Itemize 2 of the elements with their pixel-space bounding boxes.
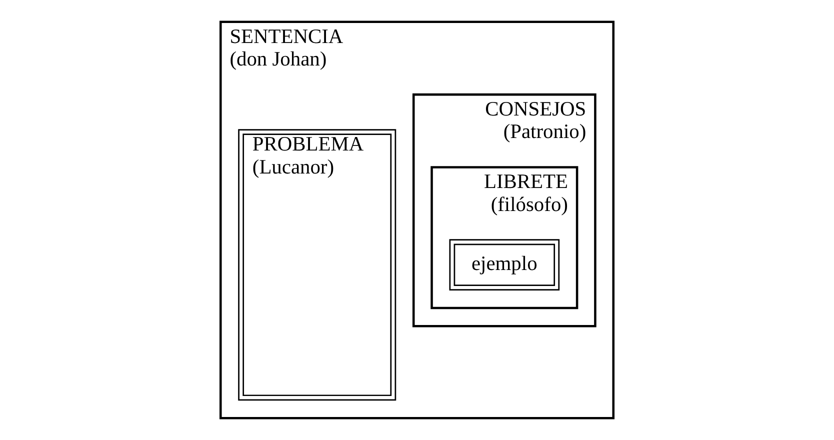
node-box: PROBLEMA (Lucanor) [238,129,396,401]
node-box: ejemplo [449,239,560,290]
